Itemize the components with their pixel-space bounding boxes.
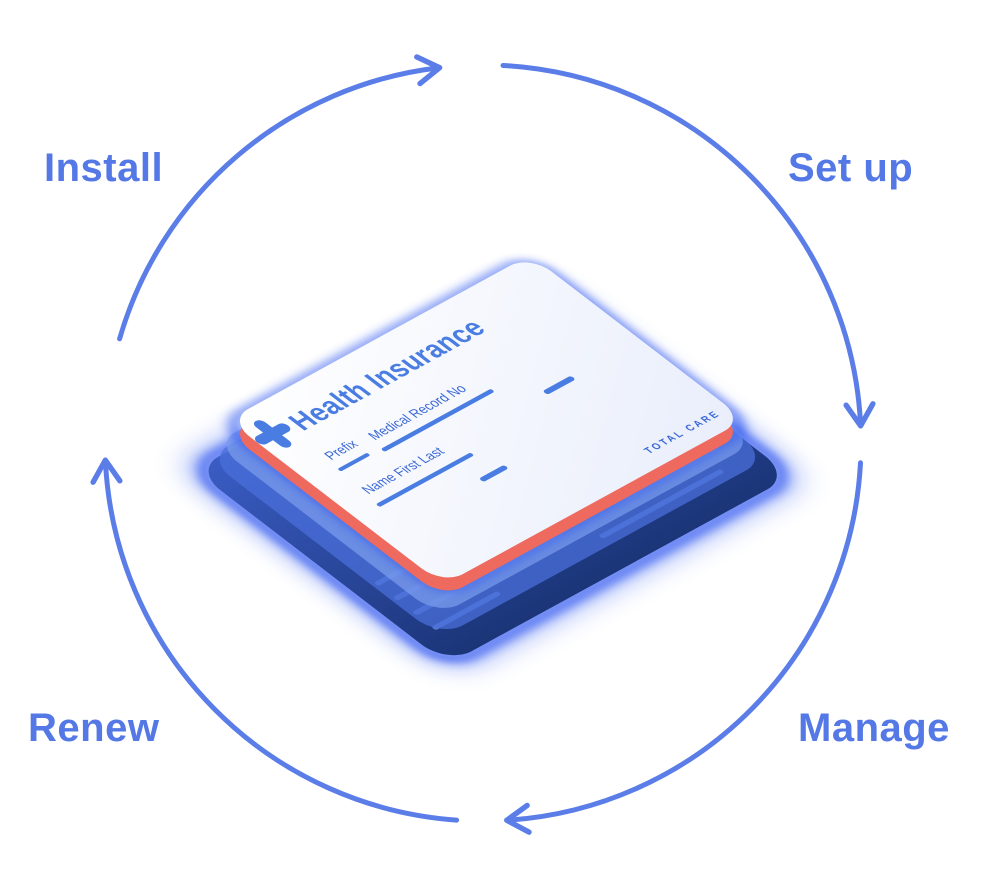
record-underline <box>381 389 494 452</box>
name-underline <box>376 453 474 507</box>
arc-install-to-setup-icon <box>117 54 443 342</box>
cycle-label-manage: Manage <box>798 706 950 750</box>
arc-setup-to-manage-icon <box>500 63 876 429</box>
cycle-arrows <box>90 54 876 835</box>
card-dash-mid <box>480 465 508 482</box>
cycle-label-renew: Renew <box>28 706 160 750</box>
cycle-label-set-up: Set up <box>788 146 914 190</box>
prefix-underline <box>338 453 370 472</box>
insurance-card: Health Insurance Prefix Medical Record N… <box>240 262 733 578</box>
arc-renew-to-install-icon <box>90 457 460 823</box>
medical-cross-icon <box>253 420 292 448</box>
cycle-label-install: Install <box>44 146 164 190</box>
arc-manage-to-renew-icon <box>504 460 863 835</box>
card-dash-top <box>543 376 575 395</box>
card-face <box>240 262 733 578</box>
